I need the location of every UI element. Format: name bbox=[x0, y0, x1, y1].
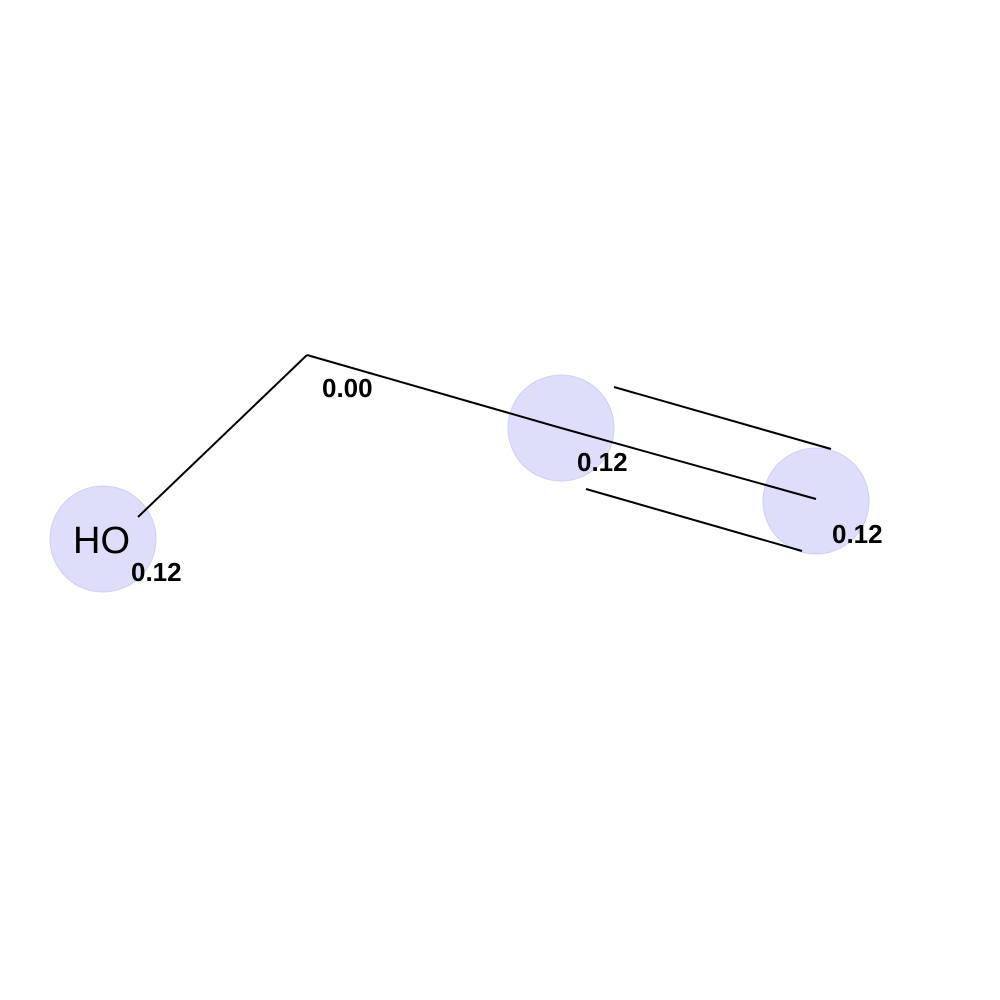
bond-c2-c3-outer-upper bbox=[613, 386, 832, 450]
atom-value-hydroxyl: 0.12 bbox=[131, 557, 182, 587]
atom-value-terminal-carbon: 0.12 bbox=[832, 519, 883, 549]
bond-o-c1 bbox=[137, 354, 308, 518]
atom-value-methylene: 0.00 bbox=[322, 373, 373, 403]
atom-value-alkene-carbon: 0.12 bbox=[577, 447, 628, 477]
bond-c1-c2 bbox=[306, 354, 562, 429]
atom-highlight-terminal-carbon bbox=[762, 447, 870, 555]
bond-c2-c3-single bbox=[560, 427, 817, 500]
atom-symbol-hydroxyl: HO bbox=[73, 520, 130, 562]
atom-highlight-hydroxyl bbox=[49, 485, 157, 593]
bond-c2-c3-outer-lower bbox=[585, 488, 803, 552]
